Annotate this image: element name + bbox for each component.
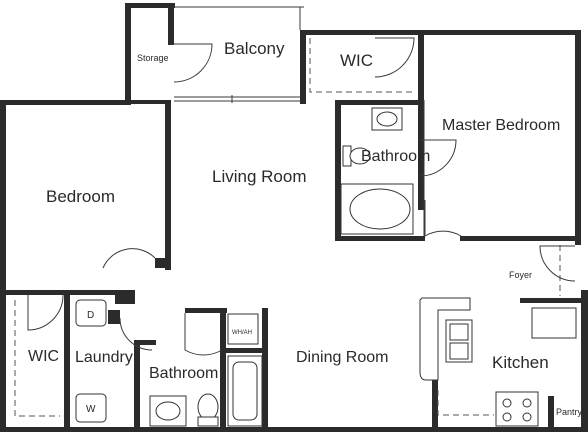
laundry-door-icon [119, 317, 153, 351]
stove-burner-icon [502, 398, 512, 408]
dryer-icon [75, 299, 107, 327]
foyer-label: Foyer [509, 270, 532, 280]
washer-icon [75, 393, 107, 423]
bathroom-label: Bathroom [149, 365, 218, 382]
sink-icon [155, 401, 181, 421]
refrigerator-icon [531, 307, 577, 339]
fixtures [75, 107, 577, 427]
bath-door-icon [419, 139, 457, 177]
bathroom-door-icon [184, 313, 223, 356]
storage-door-icon [173, 43, 213, 83]
toilet-icon [349, 147, 371, 165]
bedroom-door-icon [102, 248, 156, 269]
thin-lines [174, 6, 425, 236]
master-door-icon [424, 200, 462, 237]
washer-label: W [86, 404, 96, 415]
toilet-icon [197, 393, 219, 421]
closet-shelves [14, 38, 561, 417]
dryer-label: D [87, 310, 94, 321]
bedroom-label: Bedroom [46, 187, 115, 206]
balcony-label: Balcony [224, 39, 285, 58]
storage-label: Storage [137, 53, 169, 63]
room-labels: Storage Balcony WIC Master Bedroom Bathr… [28, 39, 583, 417]
wic-door-icon [374, 37, 415, 78]
laundry-label: Laundry [75, 349, 133, 366]
living-room-label: Living Room [212, 167, 307, 186]
sink-icon [376, 111, 398, 127]
wic-left-door-icon [27, 294, 64, 331]
wic-left-label: WIC [28, 348, 59, 365]
kitchen-label: Kitchen [492, 353, 549, 372]
master-bathroom-label: Bathroom [361, 148, 430, 165]
doors [27, 37, 576, 356]
dining-room-label: Dining Room [296, 349, 388, 366]
wic-master-label: WIC [340, 51, 373, 70]
bathtub-icon [349, 188, 411, 230]
entry-door-icon [539, 245, 576, 282]
sink-icon [449, 323, 469, 341]
pantry-label: Pantry [556, 407, 583, 417]
water-heater-label: WH/AH [232, 330, 252, 336]
bathtub-icon [232, 361, 258, 421]
master-bedroom-label: Master Bedroom [442, 117, 560, 134]
walls [0, 3, 588, 432]
